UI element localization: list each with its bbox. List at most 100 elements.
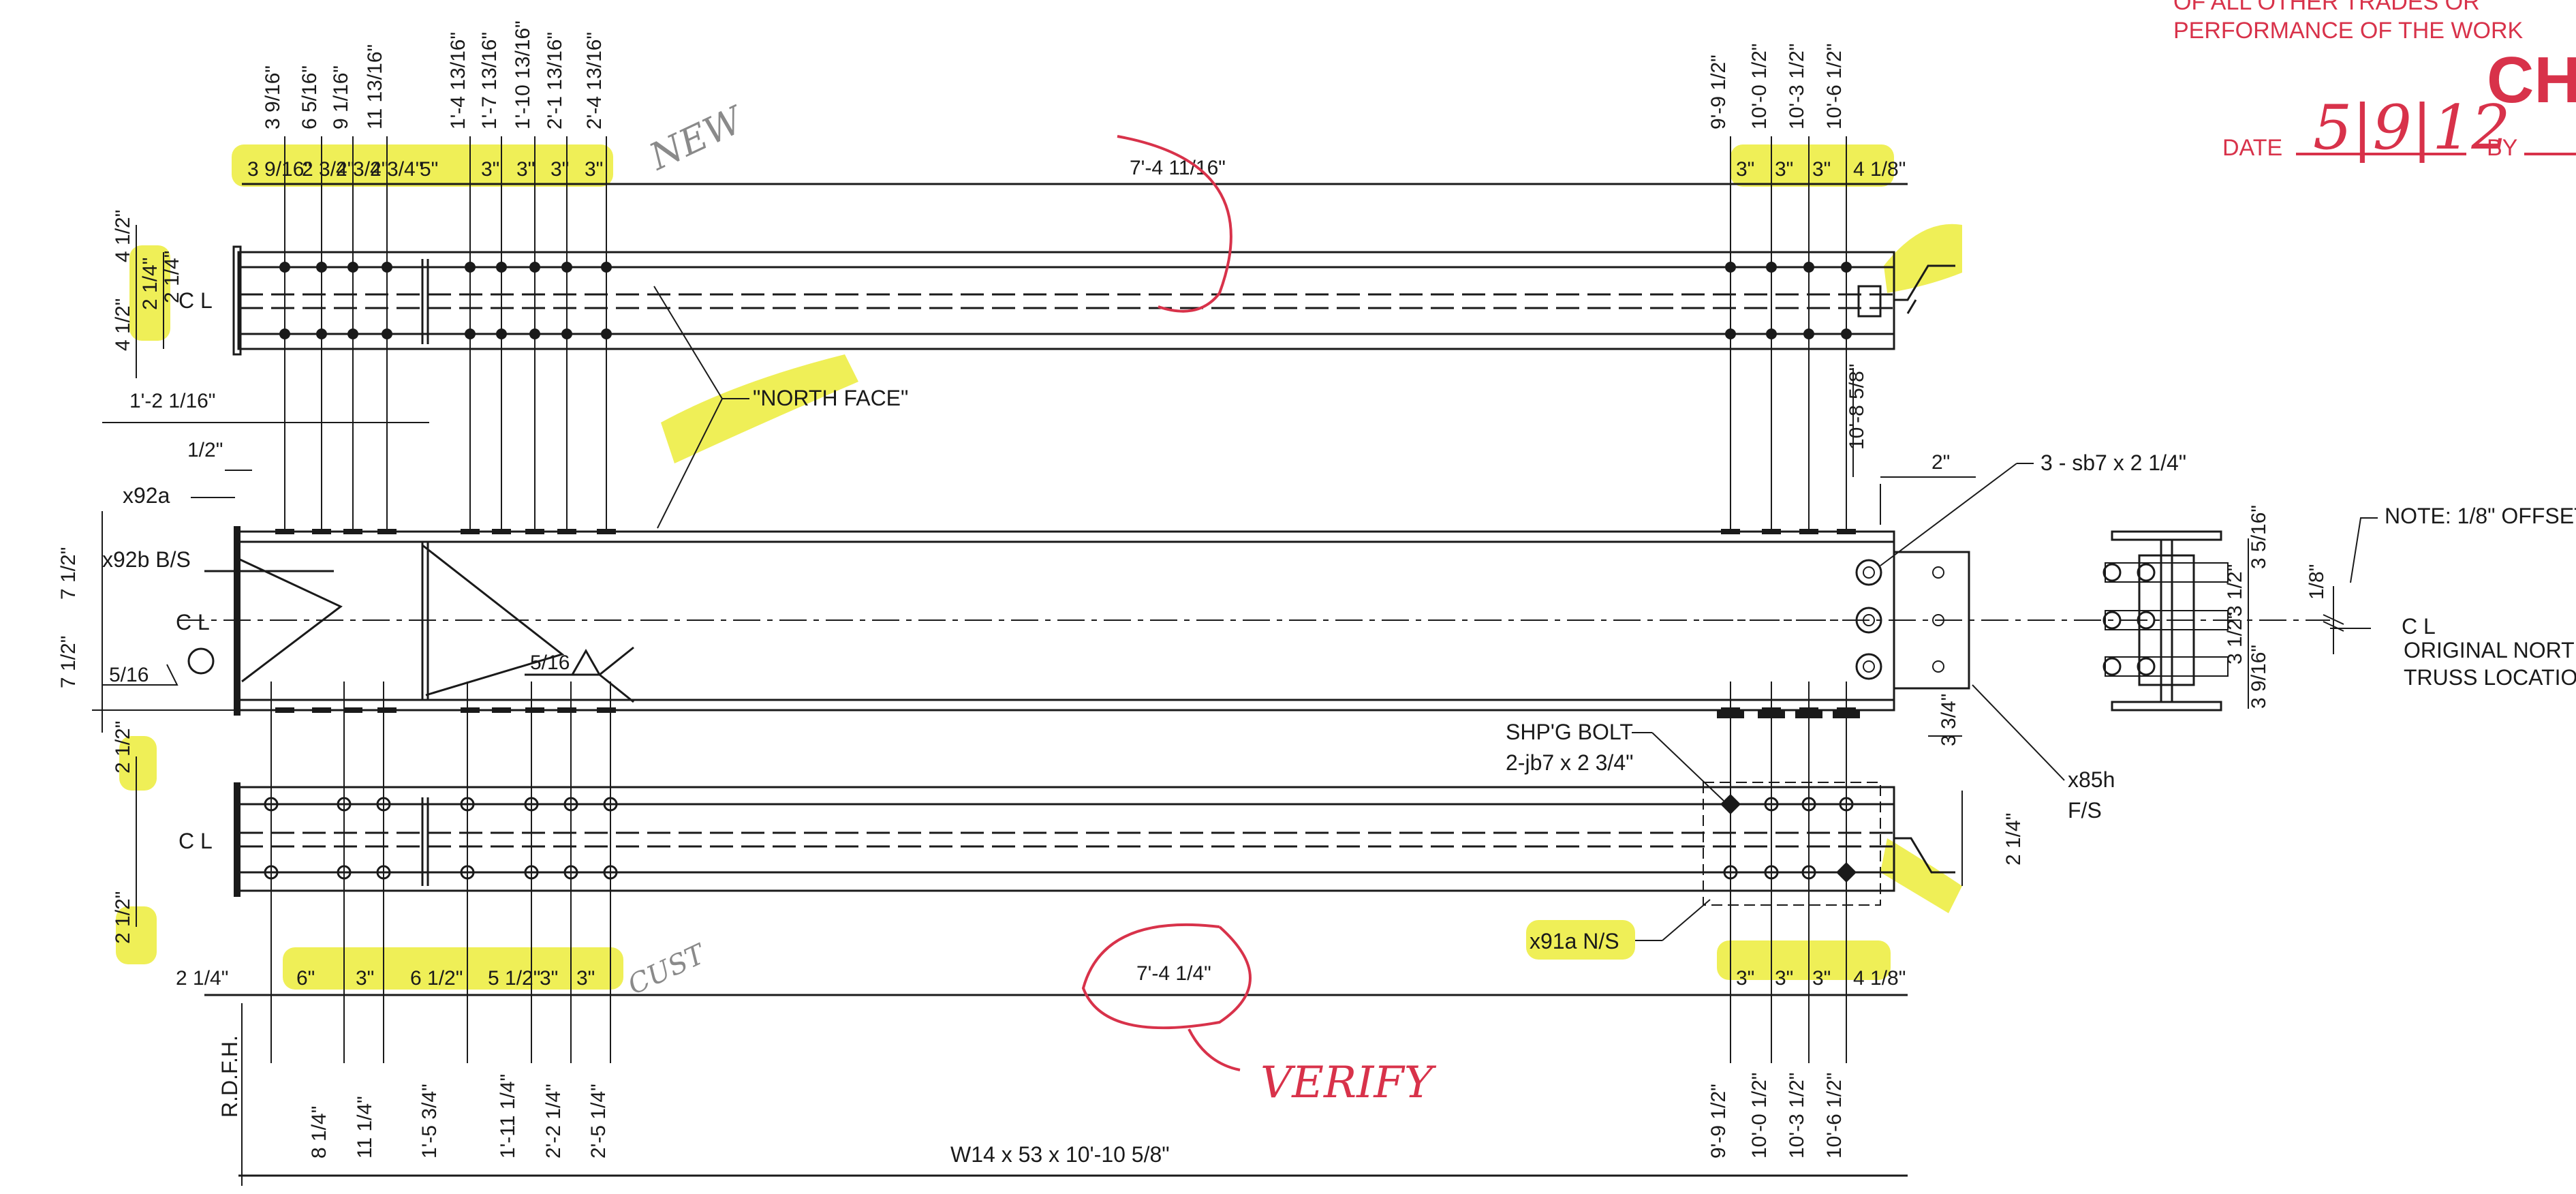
ship-bolt-label: SHP'G BOLT bbox=[1506, 720, 1633, 744]
bottom-spacing-dim-right: 3" bbox=[1736, 967, 1754, 990]
bottom-centerline: C L bbox=[179, 829, 213, 853]
bolt-hole bbox=[1841, 328, 1852, 339]
bottom-edge-top: 2 1/2" bbox=[112, 721, 134, 774]
elev-half-bottom: 7 1/2" bbox=[57, 636, 80, 688]
flange-bolt-tick bbox=[312, 529, 331, 534]
flange-bolt-tick bbox=[461, 529, 480, 534]
section-bolt bbox=[2105, 656, 2229, 677]
bolt-hole bbox=[529, 328, 540, 339]
hand-note-new: NEW bbox=[642, 97, 751, 179]
bottom-ord-dim-left: 11 1/4" bbox=[354, 1096, 376, 1159]
bolt-hole bbox=[1725, 328, 1736, 339]
top-view: 3 9/16"6 5/16"9 1/16"11 13/16"1'-4 13/16… bbox=[102, 20, 1955, 532]
bolt-hole bbox=[561, 262, 572, 273]
top-vert-dim: 10'-8 5/8" bbox=[1846, 364, 1868, 450]
bottom-ord-dim-right: 10'-6 1/2" bbox=[1823, 1073, 1846, 1159]
top-spacing-dim-right: 4 1/8" bbox=[1853, 158, 1906, 181]
bolt-hole bbox=[561, 328, 572, 339]
section-nut bbox=[2137, 657, 2156, 676]
section-view: 3 5/16" 3 1/2" 3 1/2" 3 9/16" 1/8" NOTE:… bbox=[1703, 504, 2576, 711]
stamp-line-1: OF ALL OTHER TRADES OR bbox=[2173, 0, 2480, 15]
top-ord-dim-left: 3 9/16" bbox=[262, 65, 284, 129]
bolt-callout: 3 - sb7 x 2 1/4" bbox=[2040, 450, 2186, 475]
bolt-hole bbox=[347, 328, 358, 339]
flange-bolt-tick bbox=[557, 707, 576, 713]
top-spacing-dim: 2 3/4" bbox=[370, 158, 422, 181]
flange-bolt-tick bbox=[1799, 529, 1818, 534]
section-orig-1: ORIGINAL NORTH bbox=[2404, 638, 2576, 662]
top-ord-dim-left: 2'-4 13/16" bbox=[583, 32, 606, 129]
bottom-ord-dim-left: 2'-5 1/4" bbox=[587, 1084, 610, 1159]
section-dim-2: 3 1/2" bbox=[2224, 564, 2246, 617]
bolt-hole bbox=[382, 262, 392, 273]
elev-clip-dim: 2" bbox=[1931, 451, 1950, 474]
bottom-spacing-dim: 2 1/4" bbox=[176, 967, 228, 990]
top-spacing-dim-right: 3" bbox=[1736, 158, 1754, 181]
top-ord-dim-left: 9 1/16" bbox=[330, 65, 352, 129]
bolt-hole bbox=[1803, 328, 1814, 339]
top-ord-dim-right: 10'-3 1/2" bbox=[1786, 44, 1808, 129]
flange-bolt-tick bbox=[525, 707, 544, 713]
elev-mark-b: x92b B/S bbox=[102, 547, 191, 572]
section-note: NOTE: 1/8" OFFSET bbox=[2385, 504, 2576, 528]
bottom-flange-outline bbox=[237, 786, 1895, 892]
top-spacing-dim: 2 3/4" bbox=[302, 158, 354, 181]
flange-bolt-tick bbox=[597, 529, 616, 534]
bottom-spacing-dim: 3" bbox=[576, 967, 595, 990]
bottom-spacing-dim: 6 1/2" bbox=[410, 967, 463, 990]
bolt-hole bbox=[1841, 262, 1852, 273]
bolt-hole bbox=[601, 262, 612, 273]
top-ord-dim-right: 10'-0 1/2" bbox=[1748, 44, 1771, 129]
ship-bolt-top bbox=[1857, 285, 1882, 318]
top-overall-dim: 7'-4 11/16" bbox=[1130, 157, 1226, 179]
top-ord-dim-right: 10'-6 1/2" bbox=[1823, 44, 1846, 129]
elevation-view: 1/2" x92a x92b B/S 7 1/2" 7 1/2" C L 5/1… bbox=[57, 439, 2186, 823]
bolt-hole bbox=[316, 328, 327, 339]
flange-bolt-tick bbox=[557, 529, 576, 534]
member-label: W14 x 53 x 10'-10 5/8" bbox=[950, 1142, 1170, 1167]
elev-mark-h-side: F/S bbox=[2068, 798, 2102, 823]
rdfh-label: R.D.F.H. bbox=[217, 1035, 242, 1118]
bolt-hole bbox=[465, 328, 476, 339]
bottom-ord-dim-left: 1'-5 3/4" bbox=[418, 1084, 441, 1159]
bottom-ord-dim-left: 2'-2 1/4" bbox=[542, 1084, 565, 1159]
hand-cust: CUST bbox=[623, 938, 712, 1001]
bolt-hole bbox=[529, 262, 540, 273]
top-ord-dim-right: 9'-9 1/2" bbox=[1707, 55, 1730, 129]
bottom-view: 2 1/2" 2 1/2" C L 2 1/4" x91a N/S 2 1/4"… bbox=[112, 682, 2025, 1186]
weld-mid: 5/16 bbox=[530, 652, 570, 674]
elev-mark-a: x92a bbox=[123, 483, 170, 508]
stamp-date-label: DATE bbox=[2222, 135, 2282, 161]
section-offset: 1/8" bbox=[2306, 564, 2328, 600]
bottom-spacing-dim-right: 3" bbox=[1775, 967, 1793, 990]
bolt-hole bbox=[1725, 262, 1736, 273]
section-nut bbox=[2102, 563, 2122, 582]
bottom-overall-dim: 7'-4 1/4" bbox=[1136, 962, 1211, 985]
bottom-ord-dim-right: 9'-9 1/2" bbox=[1707, 1084, 1730, 1159]
flange-bolt-tick bbox=[275, 707, 294, 713]
bottom-edge-bottom: 2 1/2" bbox=[112, 891, 134, 944]
bottom-mark-a: x91a N/S bbox=[1530, 929, 1619, 953]
flange-bolt-tick bbox=[461, 707, 480, 713]
flange-bolt-tick bbox=[1762, 529, 1781, 534]
flange-bolt-tick bbox=[492, 529, 511, 534]
top-ord-dim-left: 6 5/16" bbox=[298, 65, 321, 129]
flange-bolt-tick bbox=[275, 529, 294, 534]
bolt-hole bbox=[316, 262, 327, 273]
stamp-word: CHA bbox=[2487, 44, 2576, 117]
north-face-label: "NORTH FACE" bbox=[753, 386, 908, 410]
flange-bolt-tick bbox=[525, 529, 544, 534]
top-spacing-dim: 3 9/16" bbox=[247, 158, 311, 181]
top-spacing-dim: 3" bbox=[585, 158, 603, 181]
top-spacing-dim: 3" bbox=[516, 158, 535, 181]
top-spacing-dim-right: 3" bbox=[1775, 158, 1793, 181]
section-bolt bbox=[2105, 562, 2229, 583]
bolt-hole bbox=[382, 328, 392, 339]
top-ord-dim-left: 2'-1 13/16" bbox=[544, 32, 566, 129]
top-gauge-outer-bottom: 4 1/2" bbox=[112, 298, 134, 351]
top-ord-dim-left: 1'-7 13/16" bbox=[478, 32, 501, 129]
bolt-hole bbox=[496, 262, 507, 273]
ship-bolt-spec: 2-jb7 x 2 3/4" bbox=[1506, 750, 1633, 775]
bottom-spacing-dim: 5 1/2" bbox=[488, 967, 540, 990]
bottom-spacing-dim-right: 4 1/8" bbox=[1853, 967, 1906, 990]
